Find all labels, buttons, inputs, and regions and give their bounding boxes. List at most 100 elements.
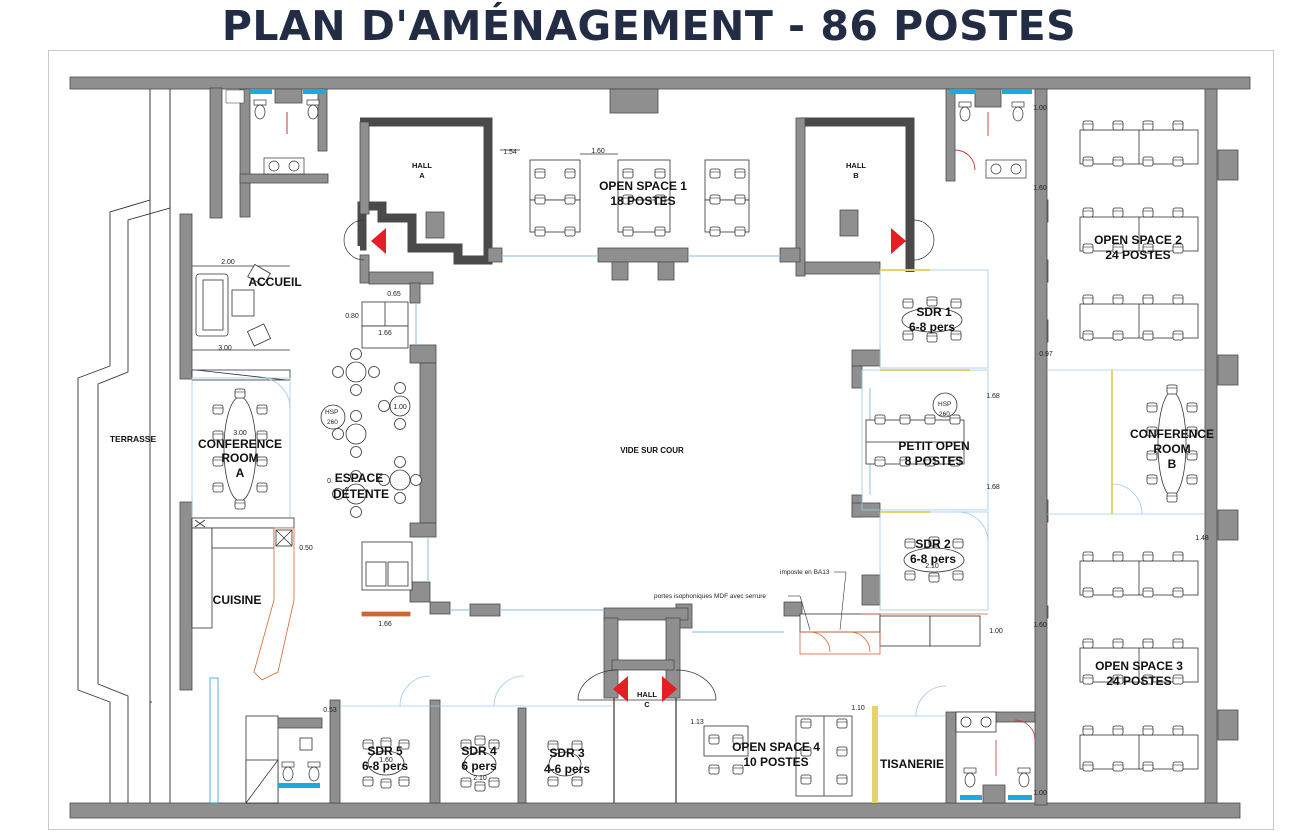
open-space-1-furniture [500, 149, 750, 237]
note-imposte: imposte en BA13 [780, 569, 830, 576]
chair-icon [1142, 587, 1154, 598]
dim-166-top: 1.66 [378, 330, 392, 337]
dim-113: 1.13 [690, 719, 704, 726]
dim-166-bot: 1.66 [378, 621, 392, 628]
label-conference-a-3: A [236, 466, 245, 480]
chair-icon [1112, 294, 1124, 305]
chair-icon [1082, 638, 1094, 649]
dim-097: 0.97 [1039, 351, 1053, 358]
hall-b [795, 117, 935, 277]
dim-300-accueil: 3.00 [218, 345, 232, 352]
label-hall-b-1: HALL [846, 161, 866, 170]
chair-icon [1172, 725, 1184, 736]
chair-icon [1112, 551, 1124, 562]
dim-0: 0. [327, 478, 333, 485]
chair-icon [1082, 207, 1094, 218]
dim-160-sdr5: 1.60 [379, 757, 393, 764]
note-hsp-left-1: HSP [325, 409, 338, 416]
label-conference-b-3: B [1168, 457, 1177, 471]
label-conference-a-2: ROOM [221, 451, 258, 465]
chair-icon [1112, 120, 1124, 131]
annotations: imposte en BA13 portes isophoniques MDF … [325, 401, 951, 631]
outer-walls [69, 76, 1251, 819]
label-open-space-3-2: 24 POSTES [1106, 674, 1171, 688]
label-sdr2-2: 6-8 pers [910, 552, 956, 566]
label-hall-c-1: HALL [637, 690, 657, 699]
label-sdr1-1: SDR 1 [916, 305, 952, 319]
label-sdr4-2: 6 pers [461, 759, 497, 773]
chair-icon [1082, 674, 1094, 685]
chair-icon [1172, 674, 1184, 685]
dim-200: 2.00 [221, 259, 235, 266]
label-cuisine: CUISINE [213, 593, 262, 607]
label-espace-detente-2: DÉTENTE [333, 486, 389, 501]
chair-icon [1142, 725, 1154, 736]
note-portes: portes isophoniques MDF avec serrure [654, 593, 766, 600]
dim-080: 0.80 [345, 313, 359, 320]
chair-icon [1112, 330, 1124, 341]
chair-icon [1142, 551, 1154, 562]
arrow-right-icon [662, 676, 677, 702]
label-conference-b-2: ROOM [1153, 442, 1190, 456]
note-hsp-left-2: 260 [327, 419, 338, 426]
label-open-space-1-2: 18 POSTES [610, 194, 675, 208]
dim-110: 1.10 [851, 705, 865, 712]
dim-100-right: 1.00 [989, 628, 1003, 635]
label-open-space-2-2: 24 POSTES [1105, 248, 1170, 262]
dim-148: 1.48 [1195, 535, 1209, 542]
chair-icon [1172, 551, 1184, 562]
chair-icon [1112, 638, 1124, 649]
chair-icon [1082, 243, 1094, 254]
label-sdr3-1: SDR 3 [549, 746, 585, 760]
chair-icon [1082, 156, 1094, 167]
chair-icon [1082, 725, 1094, 736]
label-hall-a-1: HALL [412, 161, 432, 170]
chair-icon [1082, 551, 1094, 562]
chair-icon [1112, 207, 1124, 218]
dim-210-sdr2: 2.10 [925, 563, 939, 570]
label-vide-sur-cour: VIDE SUR COUR [620, 446, 684, 455]
dimensions: 1.54 1.60 2.00 3.00 0.65 0.80 1.66 1.00 … [218, 105, 1209, 797]
arrow-left-icon [613, 676, 628, 702]
bottom-rooms [209, 675, 1036, 804]
label-open-space-3-1: OPEN SPACE 3 [1095, 659, 1183, 673]
arrow-right-icon [891, 228, 906, 254]
note-hsp-right-1: HSP [938, 401, 951, 408]
dim-168-b: 1.68 [986, 484, 1000, 491]
chair-icon [1172, 761, 1184, 772]
chair-icon [1142, 761, 1154, 772]
chair-icon [1142, 207, 1154, 218]
room-labels: TERRASSE ACCUEIL CONFERENCE ROOM A CUISI… [110, 161, 1214, 776]
dim-065: 0.65 [387, 291, 401, 298]
label-petit-open-1: PETIT OPEN [898, 439, 969, 453]
chair-icon [1082, 330, 1094, 341]
chair-icon [1112, 156, 1124, 167]
accueil-furniture [191, 263, 291, 381]
dim-160-os3: 1.60 [1033, 622, 1047, 629]
chair-icon [1172, 638, 1184, 649]
cuisine-furniture [191, 517, 295, 681]
label-open-space-1-1: OPEN SPACE 1 [599, 179, 687, 193]
label-tisanerie: TISANERIE [880, 757, 944, 771]
label-hall-c-2: C [644, 700, 650, 709]
dim-100-bottom: 1.00 [1033, 790, 1047, 797]
label-conference-b-1: CONFERENCE [1130, 427, 1214, 441]
chair-icon [1112, 761, 1124, 772]
dim-053: 0.53 [323, 707, 337, 714]
chair-icon [1142, 294, 1154, 305]
chair-icon [1082, 587, 1094, 598]
chair-icon [1082, 294, 1094, 305]
chair-icon [1172, 120, 1184, 131]
label-open-space-4-2: 10 POSTES [743, 755, 808, 769]
arrow-left-icon [371, 228, 386, 254]
label-accueil: ACCUEIL [248, 275, 301, 289]
label-hall-a-2: A [419, 171, 425, 180]
label-open-space-4-1: OPEN SPACE 4 [732, 740, 820, 754]
label-espace-detente-1: ESPACE [335, 471, 383, 485]
label-sdr5-1: SDR 5 [367, 744, 403, 758]
label-hall-b-2: B [853, 171, 859, 180]
chair-icon [1172, 330, 1184, 341]
conference-a-furniture [191, 377, 291, 519]
chair-icon [1142, 156, 1154, 167]
